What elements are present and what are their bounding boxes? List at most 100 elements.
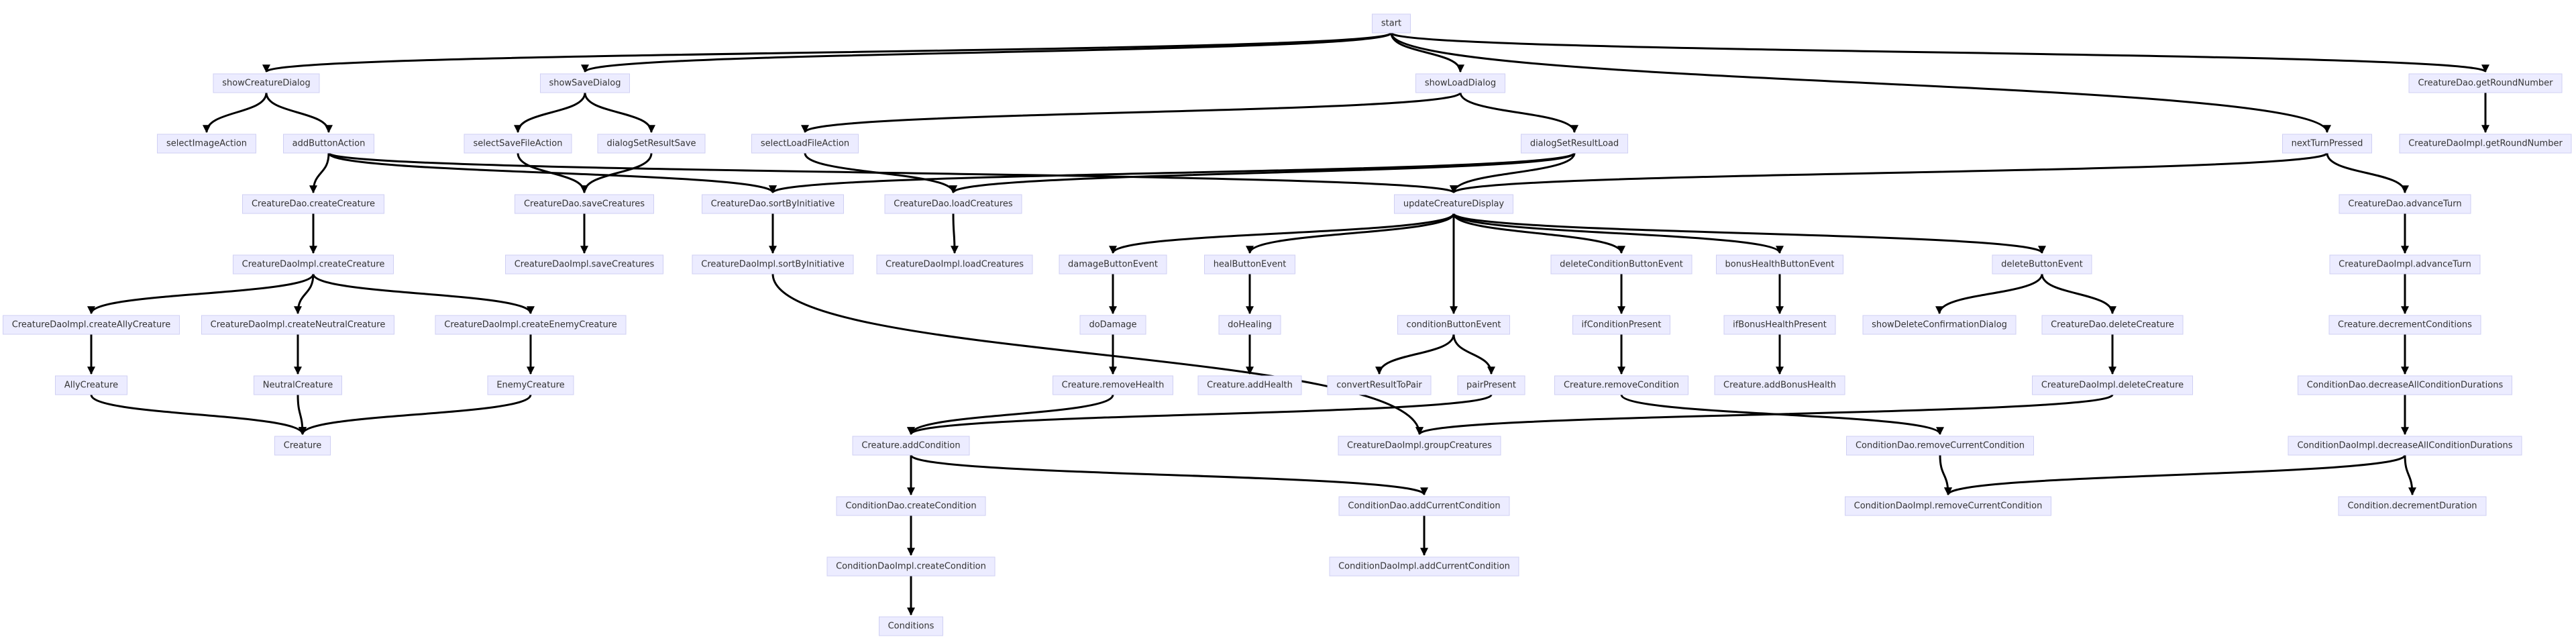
- node-box: [464, 134, 572, 154]
- node-doDamage: doDamage: [1079, 315, 1146, 335]
- node-box: [157, 134, 256, 154]
- node-Conditions: Conditions: [879, 616, 943, 636]
- node-box: [2041, 315, 2184, 335]
- node-label: ifBonusHealthPresent: [1733, 320, 1827, 330]
- node-label: Creature.addHealth: [1207, 381, 1293, 391]
- node-implRemoveCurrentCondition: ConditionDaoImpl.removeCurrentCondition: [1845, 496, 2051, 516]
- node-label: deleteButtonEvent: [2001, 260, 2083, 270]
- node-label: CreatureDaoImpl.createEnemyCreature: [444, 320, 617, 330]
- node-groupCreatures: CreatureDaoImpl.groupCreatures: [1338, 436, 1501, 456]
- node-box: [2032, 375, 2193, 395]
- node-box: [1521, 134, 1628, 154]
- node-box: [487, 375, 574, 395]
- node-createEnemyCreature: CreatureDaoImpl.createEnemyCreature: [435, 315, 627, 335]
- node-label: showSaveDialog: [549, 79, 621, 89]
- edge-implDecreaseAll-to-implRemoveCurrentCondition: [1944, 454, 2406, 496]
- node-removeCurrentCondition: ConditionDao.removeCurrentCondition: [1846, 436, 2034, 456]
- node-healButtonEvent: healButtonEvent: [1204, 254, 1295, 275]
- edge-EnemyCreature-to-Creature: [299, 394, 532, 436]
- node-deleteConditionButtonEvent: deleteConditionButtonEvent: [1550, 254, 1693, 275]
- node-label: CreatureDaoImpl.saveCreatures: [515, 260, 655, 270]
- node-box: [692, 254, 854, 275]
- edge-selectLoadFileAction-to-loadCreatures: [804, 152, 957, 194]
- edge-implCreateCreature-to-createAllyCreature: [87, 273, 315, 315]
- edge-loadCreatures-to-implLoadCreatures: [950, 213, 959, 254]
- edge-dialogSetResultLoad-to-sortByInitiative: [769, 152, 1576, 194]
- node-box: [201, 315, 394, 335]
- node-decreaseAllConditionDurations: ConditionDao.decreaseAllConditionDuratio…: [2298, 375, 2512, 395]
- node-label: showCreatureDialog: [222, 79, 311, 89]
- node-box: [1845, 496, 2051, 516]
- node-label: Creature: [284, 441, 322, 451]
- node-selectLoadFileAction: selectLoadFileAction: [751, 134, 859, 154]
- edge-start-to-showCreatureDialog: [262, 32, 1393, 73]
- node-addHealth: Creature.addHealth: [1197, 375, 1302, 395]
- node-label: dialogSetResultSave: [606, 139, 696, 149]
- node-doHealing: doHealing: [1218, 315, 1281, 335]
- node-implCreateCondition: ConditionDaoImpl.createCondition: [826, 556, 996, 577]
- edge-start-to-showSaveDialog: [581, 32, 1393, 73]
- node-label: ConditionDao.createCondition: [845, 501, 976, 511]
- edge-implDeleteCreature-to-groupCreatures: [1415, 393, 2114, 436]
- node-label: CreatureDao.advanceTurn: [2348, 199, 2461, 209]
- node-implSortByInitiative: CreatureDaoImpl.sortByInitiative: [692, 254, 854, 275]
- node-label: ConditionDao.decreaseAllConditionDuratio…: [2307, 381, 2504, 391]
- node-box: [2338, 496, 2487, 516]
- node-box: [1716, 254, 1843, 275]
- node-box: [1457, 375, 1525, 395]
- node-label: CreatureDaoImpl.sortByInitiative: [701, 260, 844, 270]
- edge-showLoadDialog-to-dialogSetResultLoad: [1459, 92, 1578, 134]
- node-box: [540, 73, 630, 93]
- node-box: [1394, 194, 1513, 214]
- node-createCreature: CreatureDao.createCreature: [242, 194, 384, 214]
- node-label: updateCreatureDisplay: [1403, 199, 1505, 209]
- node-box: [254, 375, 342, 395]
- edge-nextTurnPressed-to-advanceTurn: [2326, 152, 2409, 194]
- node-box: [213, 73, 320, 93]
- node-label: ConditionDaoImpl.addCurrentCondition: [1338, 562, 1510, 572]
- node-box: [597, 134, 706, 154]
- node-implCreateCreature: CreatureDaoImpl.createCreature: [233, 254, 394, 275]
- node-label: Creature.addBonusHealth: [1723, 381, 1836, 391]
- node-box: [2288, 436, 2522, 456]
- node-box: [702, 194, 844, 214]
- node-label: CreatureDao.saveCreatures: [524, 199, 645, 209]
- node-pairPresent: pairPresent: [1457, 375, 1525, 395]
- edge-conditionButtonEvent-to-pairPresent: [1452, 334, 1495, 375]
- node-label: deleteConditionButtonEvent: [1560, 260, 1683, 270]
- node-sortByInitiative: CreatureDao.sortByInitiative: [702, 194, 844, 214]
- edge-addButtonAction-to-updateCreatureDisplay: [327, 152, 1458, 194]
- node-implLoadCreatures: CreatureDaoImpl.loadCreatures: [876, 254, 1033, 275]
- edge-removeCurrentCondition-to-implRemoveCurrentCondition: [1939, 454, 1952, 496]
- node-box: [876, 254, 1033, 275]
- node-label: start: [1381, 19, 1401, 29]
- node-label: Creature.removeCondition: [1564, 381, 1679, 391]
- edge-nextTurnPressed-to-updateCreatureDisplay: [1450, 152, 2328, 194]
- node-implAdvanceTurn: CreatureDaoImpl.advanceTurn: [2329, 254, 2481, 275]
- node-selectSaveFileAction: selectSaveFileAction: [464, 134, 572, 154]
- node-showSaveDialog: showSaveDialog: [540, 73, 630, 93]
- node-selectImageAction: selectImageAction: [157, 134, 256, 154]
- node-box: [826, 556, 996, 577]
- node-label: bonusHealthButtonEvent: [1725, 260, 1835, 270]
- node-box: [1714, 375, 1845, 395]
- node-box: [2329, 254, 2481, 275]
- node-label: CreatureDao.sortByInitiative: [711, 199, 835, 209]
- node-bonusHealthButtonEvent: bonusHealthButtonEvent: [1716, 254, 1843, 275]
- node-NeutralCreature: NeutralCreature: [254, 375, 342, 395]
- node-box: [1218, 315, 1281, 335]
- node-label: ConditionDaoImpl.removeCurrentCondition: [1854, 501, 2043, 511]
- node-label: selectLoadFileAction: [761, 139, 849, 149]
- node-box: [884, 194, 1022, 214]
- node-addBonusHealth: Creature.addBonusHealth: [1714, 375, 1845, 395]
- nodes-layer: start showCreatureDialog showSaveDialog sho…: [3, 13, 2572, 636]
- node-createAllyCreature: CreatureDaoImpl.createAllyCreature: [3, 315, 180, 335]
- node-addCondition: Creature.addCondition: [852, 436, 970, 456]
- edge-implCreateCreature-to-createEnemyCreature: [312, 273, 535, 315]
- node-label: damageButtonEvent: [1068, 260, 1158, 270]
- edge-removeHealth-to-addCondition: [907, 394, 1114, 436]
- node-implGetRoundNumber: CreatureDaoImpl.getRoundNumber: [2399, 134, 2572, 154]
- edge-dialogSetResultLoad-to-loadCreatures: [949, 152, 1576, 194]
- node-box: [852, 436, 970, 456]
- node-label: showLoadDialog: [1425, 79, 1496, 89]
